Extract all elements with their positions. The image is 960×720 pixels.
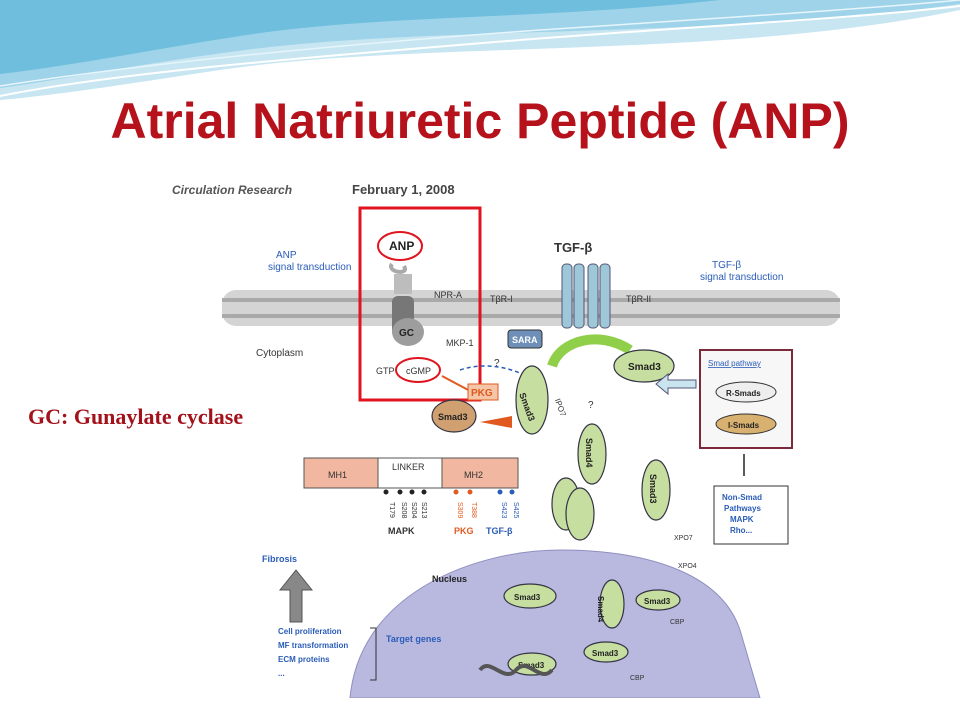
target-genes-label: Target genes	[386, 634, 441, 644]
up-arrow-icon	[278, 569, 314, 623]
tgf-st-label-1: TGF-β	[712, 260, 741, 271]
outcome-label: MF transformation	[278, 641, 348, 650]
outcome-label: ...	[278, 669, 285, 678]
outcome-label: Cell proliferation	[278, 627, 342, 636]
site-label: S208	[400, 502, 407, 518]
tbr1-label: TβR-I	[490, 294, 513, 304]
smad3-protein	[507, 652, 557, 676]
cell-membrane	[222, 290, 840, 326]
tgfb-label: TGF-β	[554, 240, 592, 255]
smad3-protein	[635, 589, 681, 611]
cgmp-highlight-ring	[395, 357, 441, 383]
non-smad-label: Non-Smad	[722, 493, 762, 502]
gtp-label: GTP	[376, 366, 395, 376]
smad3-label: Smad3	[644, 597, 671, 606]
green-activation-arrow	[547, 334, 633, 368]
pkg-label: PKG	[471, 388, 493, 399]
site-label: S425	[512, 502, 519, 518]
smad3-protein	[503, 583, 557, 609]
mh2-label: MH2	[464, 470, 483, 480]
anp-signaling-diagram: Circulation Research February 1, 2008 AN…	[160, 170, 840, 698]
anp-highlight-box	[358, 206, 482, 402]
anp-highlight-ring	[377, 231, 423, 261]
mh1-label: MH1	[328, 470, 347, 480]
dna-helix	[478, 664, 554, 676]
mapk-site-label: MAPK	[388, 526, 415, 536]
ismads-label: I-Smads	[728, 421, 760, 430]
smad3-protein	[641, 459, 671, 521]
site-label: T388	[470, 502, 477, 518]
tgf-st-label-2: signal transduction	[700, 272, 783, 283]
smad3-label: Smad3	[518, 661, 545, 670]
xpo7-label: XPO7	[674, 535, 693, 542]
cytoplasm-label: Cytoplasm	[256, 348, 303, 359]
cbp-label: CBP	[630, 675, 645, 682]
smad-pathway-label: Smad pathway	[708, 359, 761, 368]
site-label: S309	[456, 502, 463, 518]
smad3-domain-bar	[303, 457, 519, 489]
smad3-label: Smad3	[648, 474, 658, 504]
anp-st-label-2: signal transduction	[268, 262, 351, 273]
non-smad-label: Pathways	[724, 504, 761, 513]
rsmads-label: R-Smads	[726, 389, 761, 398]
gc-enzyme	[392, 318, 424, 346]
gc-abbreviation-note: GC: Gunaylate cyclase	[28, 404, 244, 429]
non-smad-label: Rho...	[730, 526, 752, 535]
question-mark-1: ?	[494, 358, 500, 369]
tgfb-receptor	[561, 263, 611, 329]
smad3-protein	[583, 641, 629, 663]
non-smad-box	[713, 485, 789, 545]
smad3-label: Smad3	[592, 649, 619, 658]
smad4-protein	[577, 423, 607, 485]
smad3-protein	[515, 365, 549, 435]
smad3-protein	[613, 349, 675, 383]
site-label: T179	[388, 502, 395, 518]
npra-label: NPR-A	[434, 290, 462, 300]
pkg-site-label: PKG	[454, 526, 474, 536]
journal-date: February 1, 2008	[352, 182, 455, 197]
xpo4-label: XPO4	[678, 563, 697, 570]
smad3-label: Smad3	[628, 362, 661, 373]
outcome-label: ECM proteins	[278, 655, 330, 664]
sara-label: SARA	[512, 335, 538, 345]
smad4-protein	[599, 579, 625, 629]
site-label: S204	[410, 502, 417, 518]
mkp-label: MKP-1	[446, 338, 474, 348]
tgfb-site-label: TGF-β	[486, 526, 513, 536]
smad3-label: Smad3	[514, 593, 541, 602]
smad4-protein	[565, 487, 595, 541]
site-label: S423	[500, 502, 507, 518]
site-label: S213	[420, 502, 427, 518]
smad4-label: Smad4	[596, 596, 605, 623]
nucleus-label: Nucleus	[432, 574, 467, 584]
non-smad-label: MAPK	[730, 515, 754, 524]
question-mark-2: ?	[588, 400, 594, 411]
cgmp-label: cGMP	[406, 366, 431, 376]
smad4-label: Smad4	[584, 438, 594, 468]
tbr2-label: TβR-II	[626, 294, 651, 304]
gc-label: GC	[399, 328, 414, 339]
smad3-phospho-protein	[431, 399, 477, 433]
journal-name: Circulation Research	[172, 183, 292, 197]
header-wave-decoration	[0, 0, 960, 100]
nucleus	[349, 549, 761, 698]
cbp-label: CBP	[670, 619, 685, 626]
anp-st-label-1: ANP	[276, 250, 297, 261]
fibrosis-label: Fibrosis	[262, 554, 297, 564]
anp-label: ANP	[389, 239, 414, 253]
smad3-label: Smad3	[438, 412, 468, 422]
linker-label: LINKER	[392, 462, 425, 472]
slide-title: Atrial Natriuretic Peptide (ANP)	[110, 93, 850, 149]
